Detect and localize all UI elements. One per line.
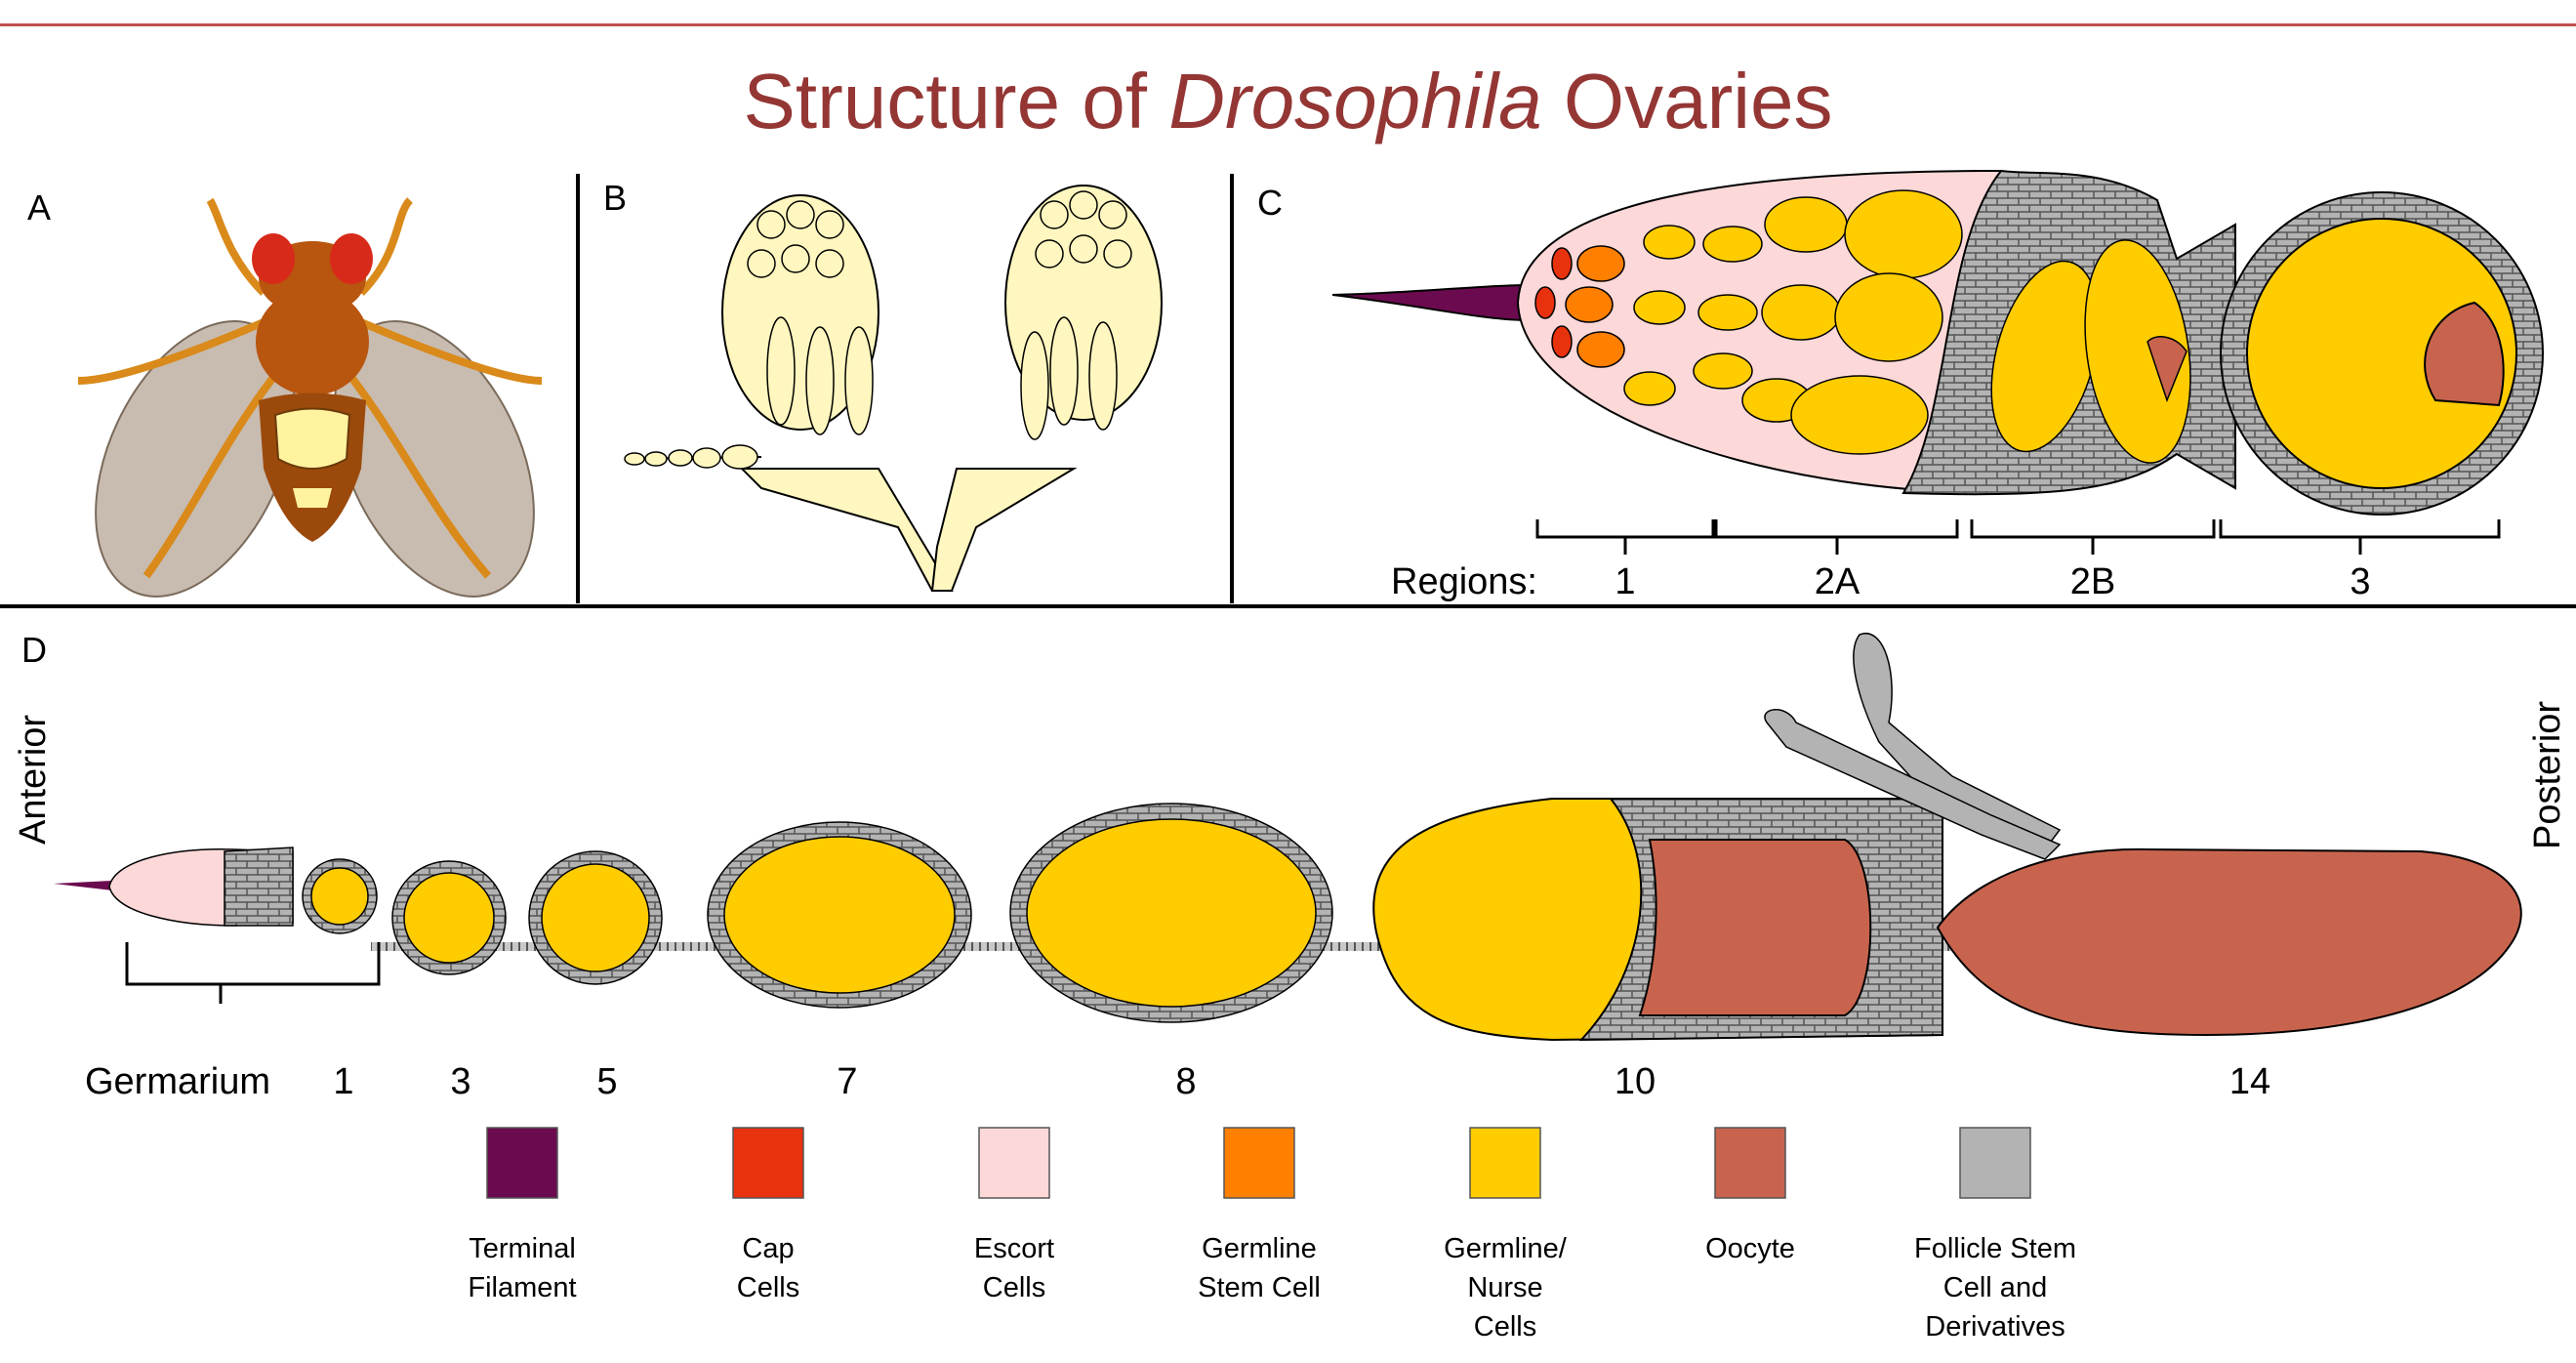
legend-swatch-3 [1224,1128,1294,1198]
legend-swatch-2 [979,1128,1049,1198]
stage-5: 5 [596,1061,617,1102]
posterior-label: Posterior [2527,701,2568,849]
legend-label-6-2: Derivatives [1925,1311,2065,1342]
region-3: 3 [2350,561,2370,602]
legend-label-4-1: Nurse [1467,1272,1542,1303]
panel-label-b: B [603,178,627,218]
legend-label-1-0: Cap [742,1233,794,1264]
legend-swatch-4 [1470,1128,1540,1198]
panel-label-a: A [27,187,51,227]
stage-7: 7 [837,1061,857,1102]
regions-scale [1537,519,2499,555]
legend-label-0-1: Filament [468,1272,576,1303]
stage-10: 10 [1615,1061,1656,1102]
legend-label-3-0: Germline [1202,1233,1317,1264]
legend-label-2-1: Cells [983,1272,1045,1303]
legend-label-6-1: Cell and [1943,1272,2047,1303]
legend-swatch-6 [1960,1128,2030,1198]
stage-14: 14 [2229,1061,2270,1102]
panel-label-d: D [21,630,47,670]
legend-label-3-1: Stem Cell [1198,1272,1321,1303]
legend-label-4-0: Germline/ [1444,1233,1568,1264]
region-2a: 2A [1815,561,1860,602]
germarium-illustration [1332,171,2543,515]
legend-label-2-0: Escort [974,1233,1054,1264]
region-1: 1 [1615,561,1635,602]
regions-label: Regions: [1391,561,1537,602]
stage-8: 8 [1175,1061,1196,1102]
stage-1: 1 [333,1061,353,1102]
panel-label-c: C [1257,183,1283,223]
legend-label-6-0: Follicle Stem [1914,1233,2076,1264]
legend-swatch-5 [1715,1128,1785,1198]
legend-label-0-0: Terminal [469,1233,576,1264]
fly-illustration [56,200,574,628]
legend-label-4-2: Cells [1474,1311,1536,1342]
legend-label-5-0: Oocyte [1705,1233,1795,1264]
ovary-pair-illustration [625,186,1162,591]
region-2b: 2B [2070,561,2115,602]
stage-germarium: Germarium [85,1061,270,1102]
legend-swatch-0 [487,1128,557,1198]
stage-3: 3 [450,1061,470,1102]
anterior-label: Anterior [13,715,54,845]
legend-swatch-1 [733,1128,803,1198]
egg-chamber-series [54,634,2521,1040]
legend-label-1-1: Cells [737,1272,799,1303]
